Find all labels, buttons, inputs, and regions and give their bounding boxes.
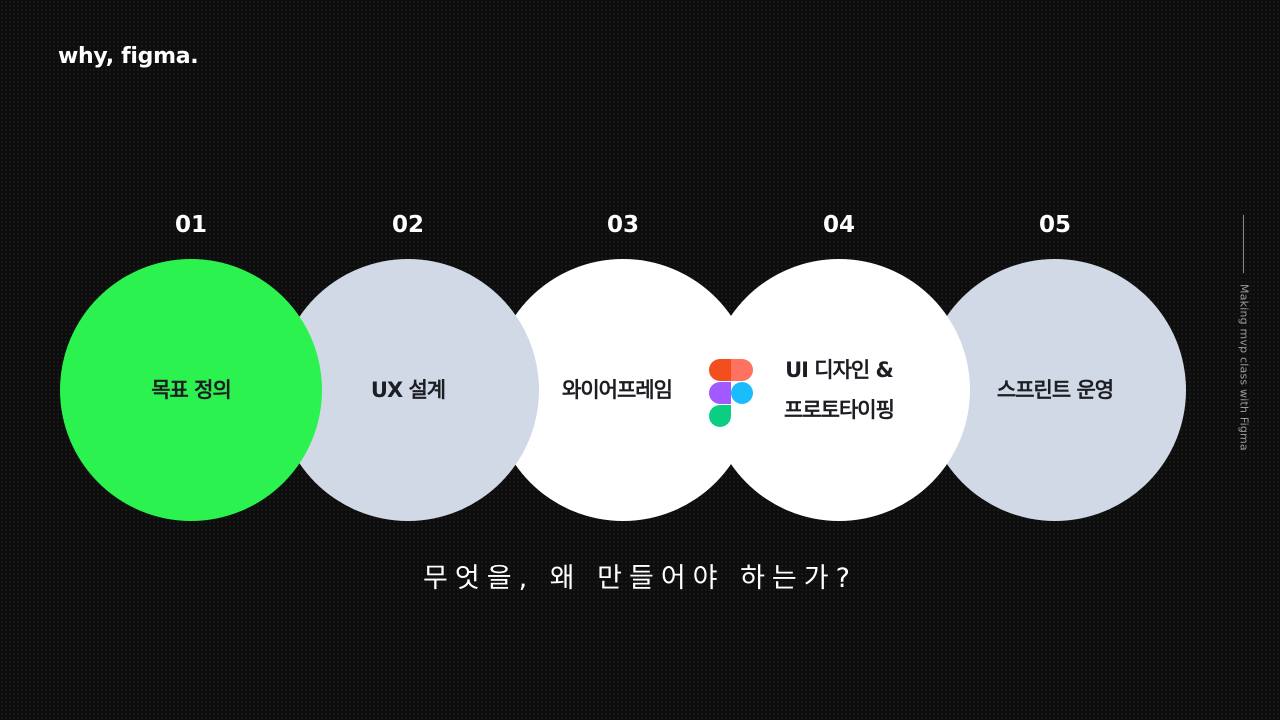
- step-label-goal: 목표 정의: [151, 378, 232, 402]
- step-number-04: 04: [822, 212, 855, 238]
- step-number-05: 05: [1038, 212, 1071, 238]
- step-circle-goal: 목표 정의: [60, 259, 322, 521]
- figma-logo-icon: [709, 359, 753, 427]
- step-label-ui: UI 디자인 & 프로토타이핑: [784, 350, 895, 430]
- step-number-03: 03: [606, 212, 639, 238]
- step-number-01: 01: [174, 212, 207, 238]
- step-label-ui-line1: UI 디자인 &: [785, 358, 894, 382]
- sidebar-divider: [1243, 215, 1244, 273]
- brand-logo: why, figma.: [58, 44, 199, 69]
- step-label-sprint: 스프린트 운영: [996, 378, 1114, 402]
- step-number-02: 02: [391, 212, 424, 238]
- step-label-ui-line2: 프로토타이핑: [784, 398, 895, 422]
- tagline: 무엇을, 왜 만들어야 하는가?: [423, 563, 857, 594]
- sidebar-vertical-text: Making mvp class with Figma: [1237, 284, 1251, 451]
- step-label-ux: UX 설계: [370, 378, 446, 402]
- step-label-wireframe: 와이어프레임: [562, 378, 673, 402]
